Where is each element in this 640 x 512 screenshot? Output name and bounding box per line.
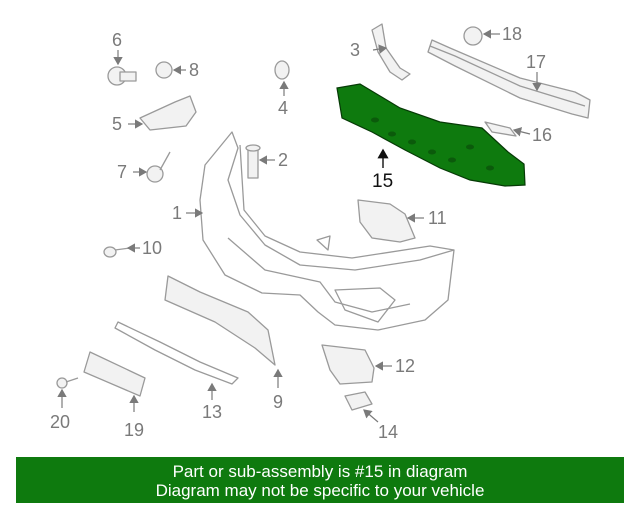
callout-7: 7 bbox=[117, 162, 127, 182]
parts-diagram: 6 8 3 4 5 7 2 1 10 11 15 16 17 18 12 9 1… bbox=[50, 23, 591, 442]
callout-10: 10 bbox=[142, 238, 162, 258]
clip-part-4[interactable] bbox=[274, 60, 290, 80]
callout-19: 19 bbox=[124, 420, 144, 440]
bracket-part-5[interactable] bbox=[139, 95, 197, 131]
side-grille-part-11[interactable] bbox=[357, 199, 416, 243]
callout-17: 17 bbox=[526, 52, 546, 72]
seal-part-16[interactable] bbox=[484, 121, 517, 137]
bolt-part-2[interactable] bbox=[245, 144, 261, 179]
info-banner: Part or sub-assembly is #15 in diagram D… bbox=[16, 457, 624, 503]
callout-4: 4 bbox=[278, 98, 288, 118]
callout-3: 3 bbox=[350, 40, 360, 60]
callout-9: 9 bbox=[273, 392, 283, 412]
callout-6: 6 bbox=[112, 30, 122, 50]
banner-line-disclaimer: Diagram may not be specific to your vehi… bbox=[155, 481, 485, 500]
callout-1: 1 bbox=[172, 203, 182, 223]
callout-11: 11 bbox=[428, 208, 447, 228]
screw-part-7[interactable] bbox=[146, 151, 171, 183]
molding-part-13[interactable] bbox=[114, 321, 239, 385]
grille-strip-part-9[interactable] bbox=[164, 275, 276, 366]
bolt-part-6[interactable] bbox=[107, 66, 137, 86]
callout-13: 13 bbox=[202, 402, 222, 422]
nut-part-8[interactable] bbox=[155, 61, 173, 79]
banner-line-part-info: Part or sub-assembly is #15 in diagram bbox=[172, 462, 468, 481]
callout-18: 18 bbox=[502, 24, 522, 44]
bracket-part-3[interactable] bbox=[371, 23, 411, 81]
callout-8: 8 bbox=[189, 60, 199, 80]
callout-16: 16 bbox=[532, 125, 552, 145]
energy-absorber-part-15[interactable] bbox=[336, 83, 526, 187]
screw-part-20[interactable] bbox=[56, 377, 79, 389]
callout-12: 12 bbox=[395, 356, 415, 376]
callout-14: 14 bbox=[378, 422, 398, 442]
reinforcement-beam-part[interactable] bbox=[427, 39, 591, 119]
license-bracket-part-19[interactable] bbox=[83, 351, 146, 397]
callout-2: 2 bbox=[278, 150, 288, 170]
bumper-cover-part[interactable] bbox=[199, 131, 455, 331]
callout-5: 5 bbox=[112, 114, 122, 134]
screw-part-10[interactable] bbox=[103, 246, 131, 258]
lower-grille-part-12[interactable] bbox=[321, 344, 375, 385]
callout-20: 20 bbox=[50, 412, 70, 432]
nut-part-18[interactable] bbox=[463, 26, 483, 46]
callout-15: 15 bbox=[372, 171, 393, 192]
clip-part-14[interactable] bbox=[344, 391, 373, 411]
